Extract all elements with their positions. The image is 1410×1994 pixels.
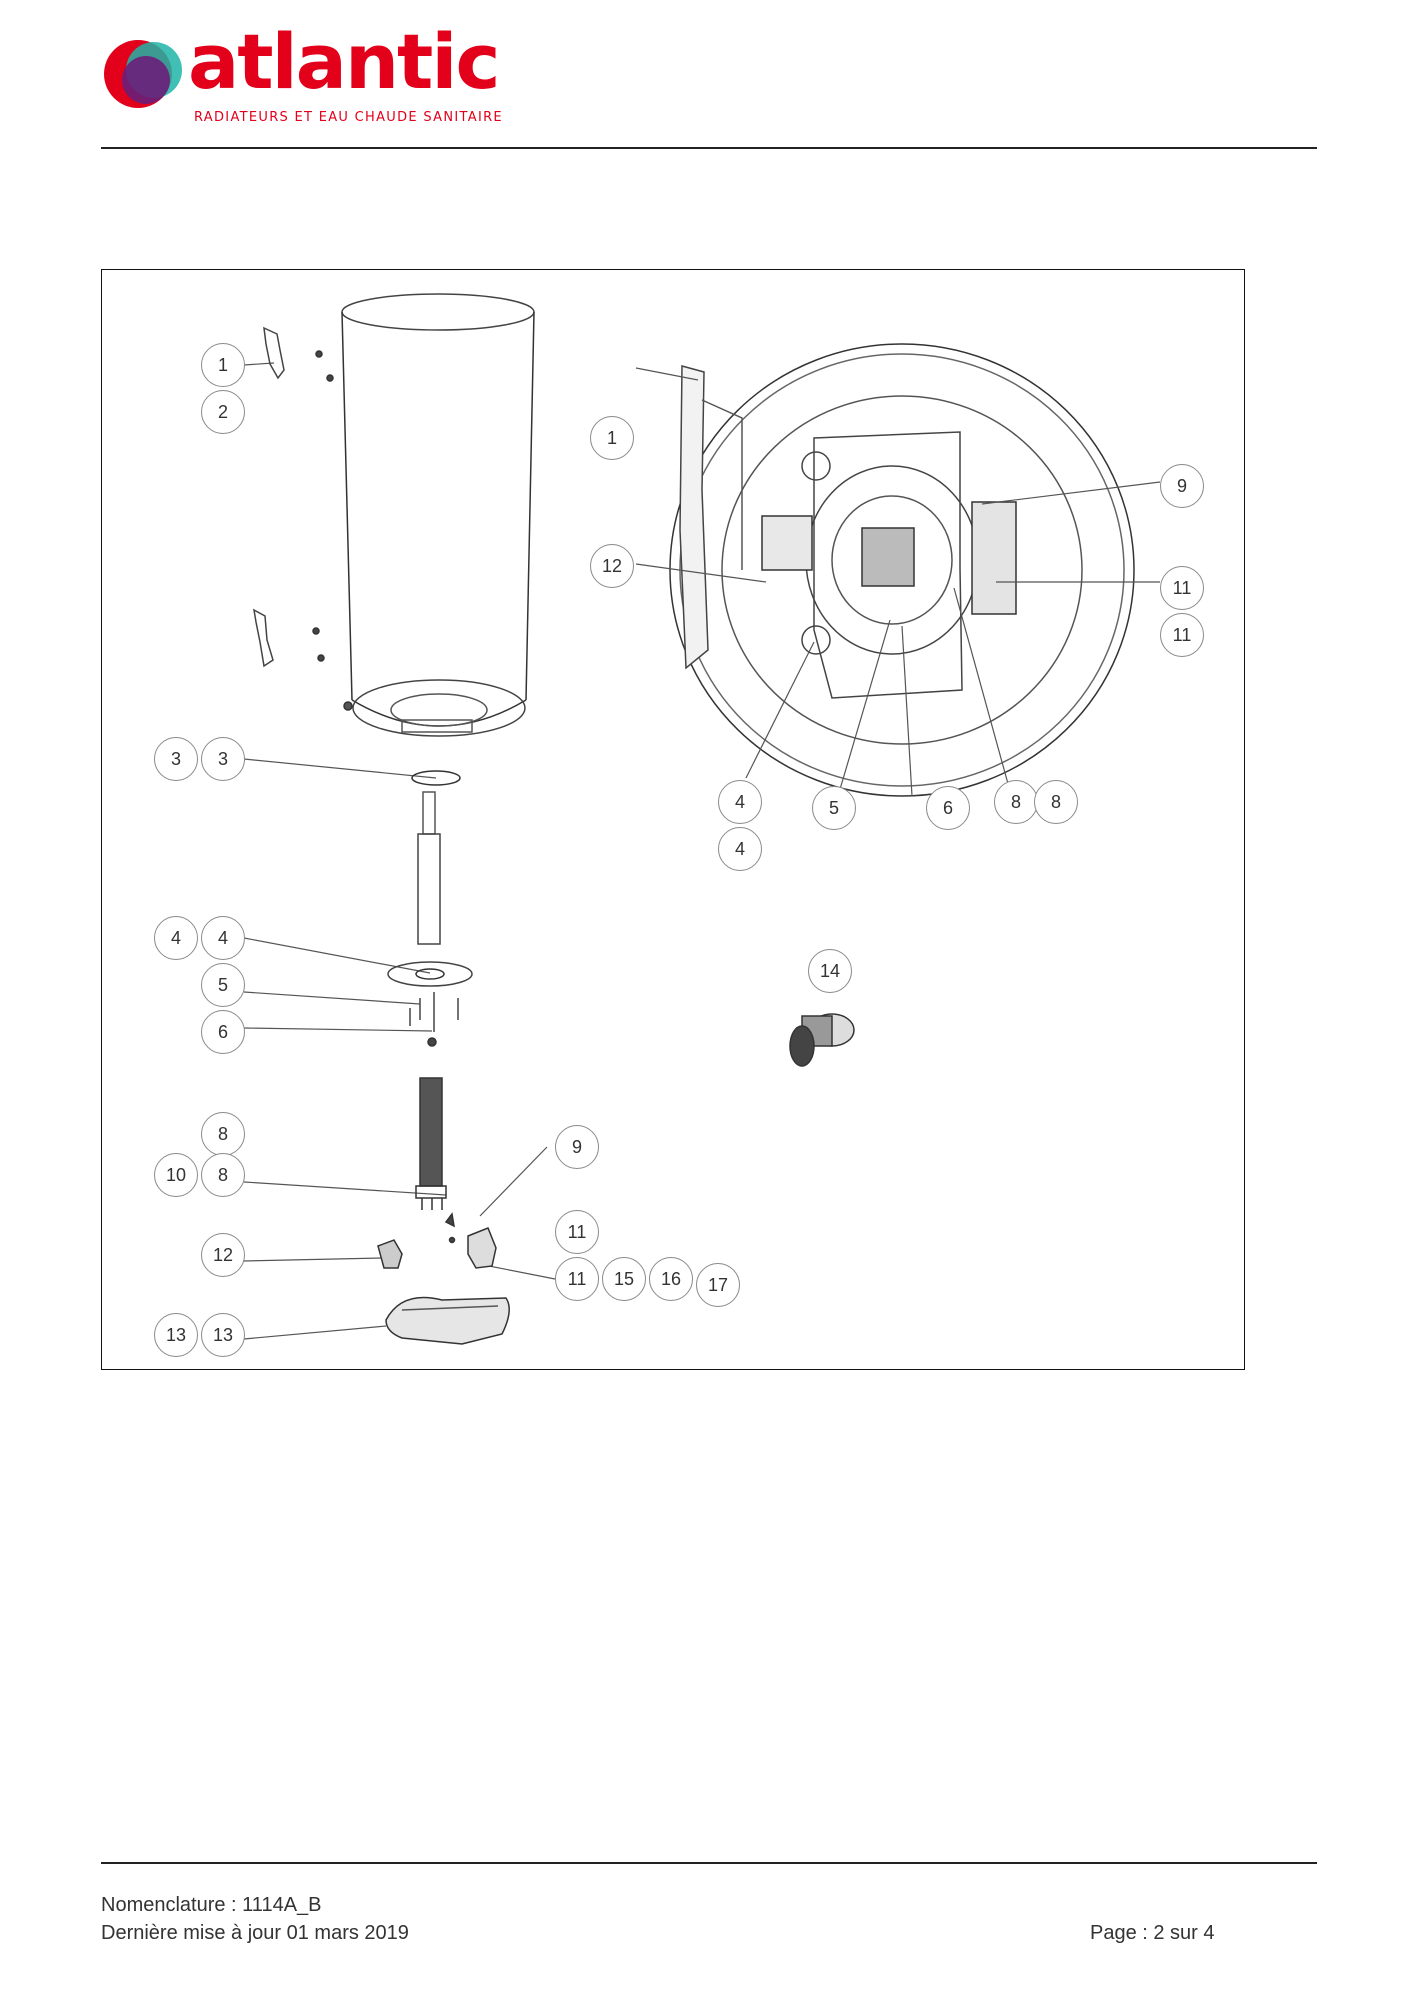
header-rule: [101, 147, 1317, 149]
page-number: Page : 2 sur 4: [1090, 1922, 1215, 1944]
callout-4-flange-a: 4: [154, 916, 198, 960]
callout-1-right: 1: [590, 416, 634, 460]
callout-8-element-a: 8: [201, 1112, 245, 1156]
last-update-date: Dernière mise à jour 01 mars 2019: [101, 1922, 409, 1944]
callout-8-right-a: 8: [994, 780, 1038, 824]
callout-9-left: 9: [555, 1125, 599, 1169]
footer-rule: [101, 1862, 1317, 1864]
atlantic-logo: atlantic RADIATEURS ET EAU CHAUDE SANITA…: [100, 24, 520, 130]
callout-4-right-b: 4: [718, 827, 762, 871]
callout-2-screw: 2: [201, 390, 245, 434]
callout-6-right: 6: [926, 786, 970, 830]
leader-lines-left: [243, 362, 556, 1340]
callout-11-left-b: 11: [555, 1257, 599, 1301]
callout-8-right-b: 8: [1034, 780, 1078, 824]
callout-17: 17: [696, 1263, 740, 1307]
callout-16: 16: [649, 1257, 693, 1301]
logo-mark-icon: [104, 40, 182, 108]
nomenclature-reference: Nomenclature : 1114A_B: [101, 1894, 322, 1916]
callout-9-right: 9: [1160, 464, 1204, 508]
brand-name: atlantic: [188, 17, 500, 106]
callout-11-right-a: 11: [1160, 566, 1204, 610]
callout-3-seal-b: 3: [201, 737, 245, 781]
callout-13-cover-a: 13: [154, 1313, 198, 1357]
leader-lines-right: [635, 367, 1161, 797]
callout-5-screw: 5: [201, 963, 245, 1007]
callout-5-right: 5: [812, 786, 856, 830]
exploded-view-figure: 1 2 3 3 4 4 5 6 8 10 8 9 11 12 11 15 16 …: [101, 269, 1245, 1370]
callout-3-seal-a: 3: [154, 737, 198, 781]
callout-10: 10: [154, 1153, 198, 1197]
callout-8-element-b: 8: [201, 1153, 245, 1197]
callout-4-flange-b: 4: [201, 916, 245, 960]
exploded-view-drawing: [243, 293, 1161, 1345]
callout-11-left-a: 11: [555, 1210, 599, 1254]
callout-13-cover-b: 13: [201, 1313, 245, 1357]
callout-1-bracket: 1: [201, 343, 245, 387]
callout-12-left: 12: [201, 1233, 245, 1277]
callout-6-nut: 6: [201, 1010, 245, 1054]
callout-14-fitting: 14: [808, 949, 852, 993]
callout-4-right-a: 4: [718, 780, 762, 824]
callout-12-right: 12: [590, 544, 634, 588]
callout-15: 15: [602, 1257, 646, 1301]
fitting-part: [789, 1013, 855, 1067]
callout-11-right-b: 11: [1160, 613, 1204, 657]
brand-tagline: RADIATEURS ET EAU CHAUDE SANITAIRE: [194, 110, 503, 125]
